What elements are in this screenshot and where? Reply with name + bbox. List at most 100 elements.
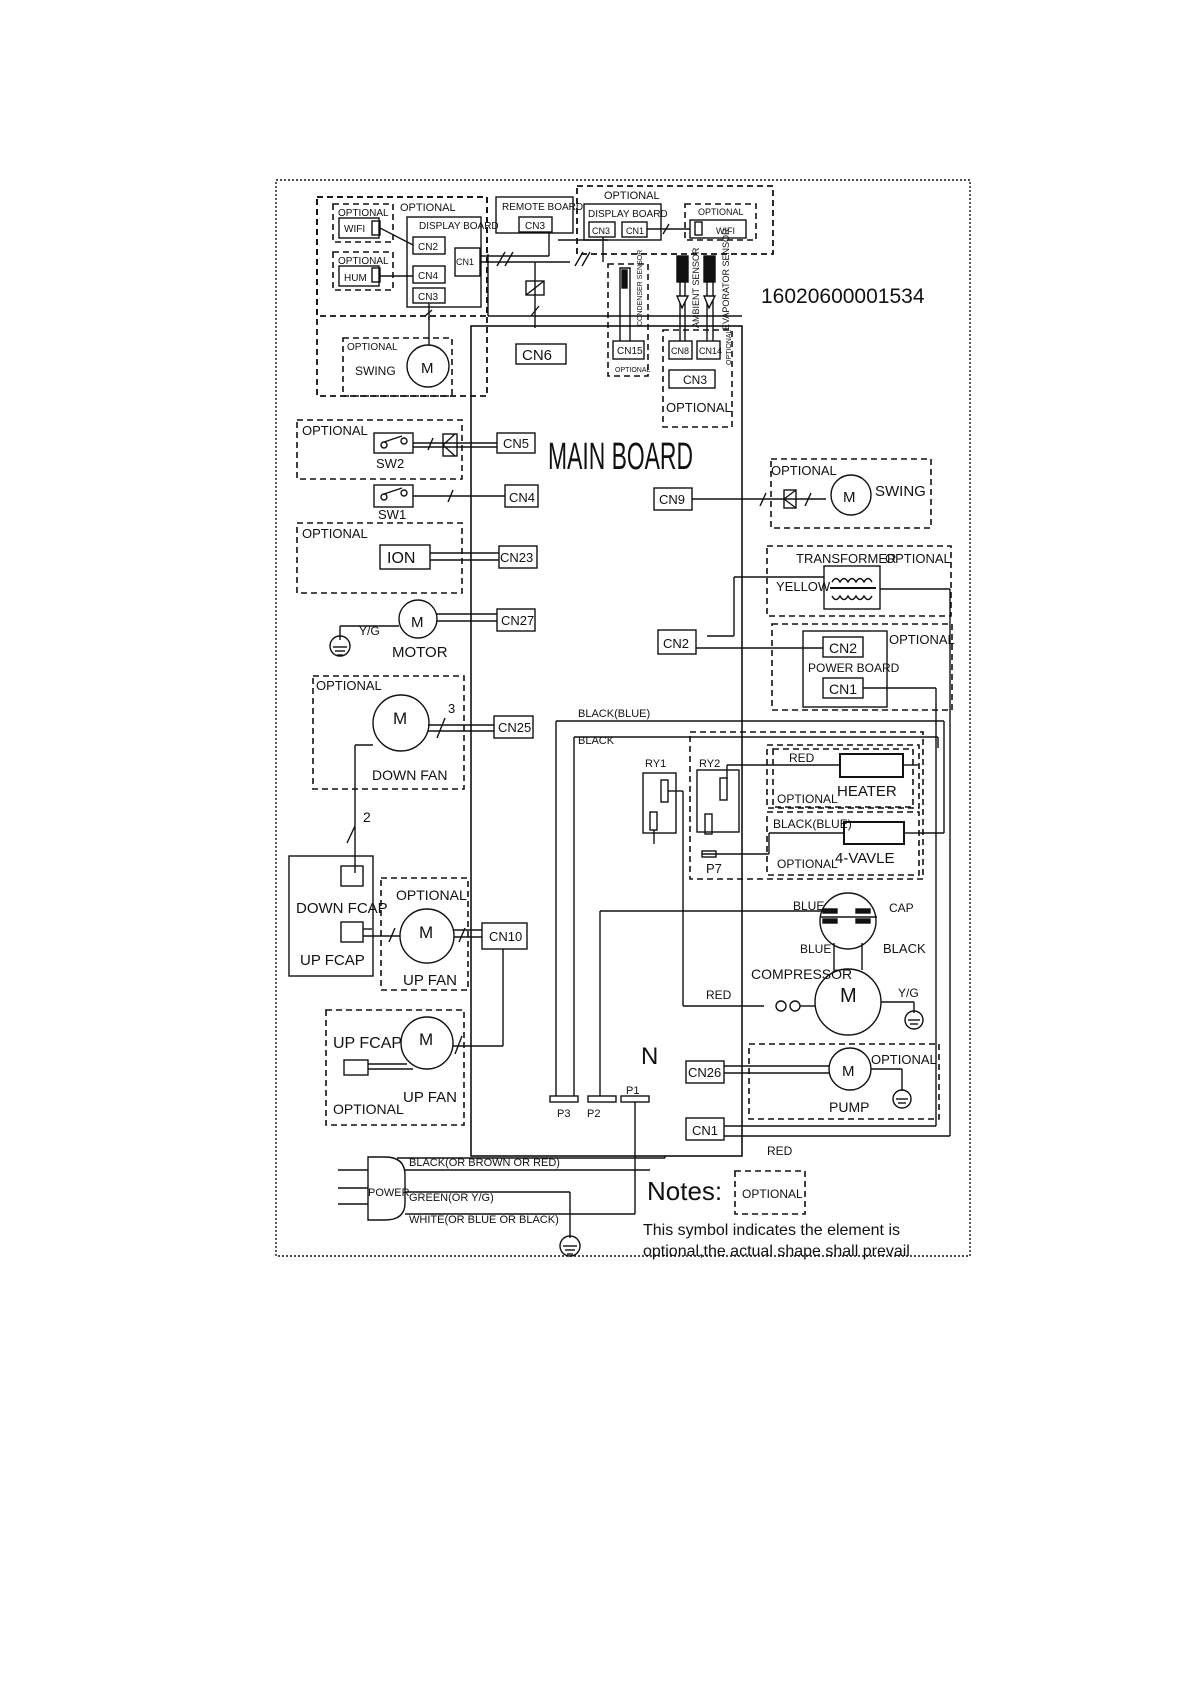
display-board-right-label: DISPLAY BOARD [588,209,668,220]
motor-yg-label: Y/G [359,624,380,638]
wifi-optional-label: OPTIONAL [338,208,389,219]
power-label: POWER [368,1187,410,1199]
down-fan-m: M [393,709,407,728]
evaporator-sensor-label: EVAPORATOR SENSOR [721,228,731,330]
compressor-m: M [840,985,857,1007]
p3-label: P3 [557,1108,570,1120]
ion-optional-label: OPTIONAL [302,526,368,541]
ry1-label: RY1 [645,758,666,770]
power-board-label: POWER BOARD [808,661,900,675]
black-wire-label: BLACK [578,735,615,747]
up-fan-label: UP FAN [403,972,457,989]
cn25-label: CN25 [498,720,531,735]
up-fcap-bottom-label: UP FCAP [333,1035,402,1052]
compressor-label: COMPRESSOR [751,966,852,982]
compressor-red-label: RED [706,988,732,1002]
cn5-label: CN5 [503,436,529,451]
remote-board-label: REMOTE BOARD [502,202,583,213]
wifi-right-optional-label: OPTIONAL [698,207,744,217]
cn1-bottom-label: CN1 [692,1123,718,1138]
main-board-title: MAIN BOARD [548,436,693,478]
remote-cn3-label: CN3 [525,221,545,232]
cap-label: CAP [889,901,914,915]
cn14-optional-label: OPTIONAL [726,329,733,365]
motor-m: M [411,614,424,631]
pump-label: PUMP [829,1099,869,1115]
wire-white-label: WHITE(OR BLUE OR BLACK) [409,1214,559,1226]
motor-label: MOTOR [392,644,448,661]
cn9-label: CN9 [659,492,685,507]
hum-label: HUM [344,273,367,284]
power-board-optional-label: OPTIONAL [889,632,955,647]
transformer-optional-label: OPTIONAL [885,551,951,566]
ambient-sensor-label: AMBIENT SENSOR [691,247,701,328]
p1-label: P1 [626,1085,639,1097]
outer-frame [275,179,971,1257]
valve-label: 4-VAVLE [835,850,894,867]
down-fan-num3: 3 [448,701,455,716]
bottom-red-label: RED [767,1144,793,1158]
wire-green-label: GREEN(OR Y/G) [409,1192,494,1204]
pump-m: M [842,1063,855,1080]
heater-optional-label: OPTIONAL [777,792,838,806]
cn3-right-label: CN3 [683,373,707,387]
cn15-optional-label: OPTIONAL [615,367,651,374]
sw2-optional-label: OPTIONAL [302,423,368,438]
main-board [470,325,743,1157]
wire-black-label: BLACK(OR BROWN OR RED) [409,1157,560,1169]
down-fan-optional-label: OPTIONAL [316,678,382,693]
sw2-label: SW2 [376,456,404,471]
swing-right-label: SWING [875,483,926,500]
hum-optional-label: OPTIONAL [338,256,389,267]
compressor-blue-2-label: BLUE [800,942,831,956]
cn23-label: CN23 [500,550,533,565]
compressor-yg-label: Y/G [898,986,919,1000]
up-fan-bottom-optional-label: OPTIONAL [333,1101,404,1117]
up-fan-m: M [419,923,433,942]
yellow-label: YELLOW [776,579,831,594]
cn2-label: CN2 [663,636,689,651]
pump-optional-label: OPTIONAL [871,1052,937,1067]
cn4-top-label: CN4 [418,271,438,282]
wire-num2: 2 [363,809,371,825]
wifi-label: WIFI [344,224,365,235]
cn1-top-label: CN1 [456,257,474,267]
cn27-label: CN27 [501,613,534,628]
cn3-optional-label: OPTIONAL [666,400,732,415]
cn2-top-label: CN2 [418,242,438,253]
down-fan-label: DOWN FAN [372,767,447,783]
cn10-label: CN10 [489,929,522,944]
swing-right-m: M [843,489,856,506]
sw1-label: SW1 [378,507,406,522]
valve-optional-label: OPTIONAL [777,857,838,871]
display-cn3-label: CN3 [592,226,610,236]
down-fcap-label: DOWN FCAP [296,900,388,917]
cn8-label: CN8 [671,346,689,356]
ry2-label: RY2 [699,758,720,770]
condenser-sensor-label: CONDENSER SENSOR [637,250,644,326]
cn6-label: CN6 [522,347,552,364]
black-blue-wire-label: BLACK(BLUE) [578,708,650,720]
cn4-label: CN4 [509,490,535,505]
heater-red-label: RED [789,751,815,765]
display-board-label: DISPLAY BOARD [419,221,499,232]
swing-left-label: SWING [355,364,396,378]
top-right-optional-label: OPTIONAL [604,190,660,202]
power-board-cn2-label: CN2 [829,640,857,656]
swing-motor-m: M [421,360,434,377]
notes-line-1: This symbol indicates the element is [643,1222,900,1239]
wifi-right-label: WIFI [716,226,735,236]
cn14-label: CN14 [699,346,722,356]
ion-label: ION [387,550,415,567]
cn15-label: CN15 [617,346,643,357]
notes-line-2: optional,the actual shape shall prevail [643,1243,910,1260]
up-fan-bottom-m: M [419,1030,433,1049]
notes-title: Notes: [647,1176,722,1206]
p7-label: P7 [706,861,722,876]
document-number: 16020600001534 [761,285,925,308]
transformer-label: TRANSFORMER [796,551,896,566]
notes-optional-symbol: OPTIONAL [742,1187,803,1201]
display-optional-label: OPTIONAL [400,202,456,214]
power-board-cn1-label: CN1 [829,681,857,697]
